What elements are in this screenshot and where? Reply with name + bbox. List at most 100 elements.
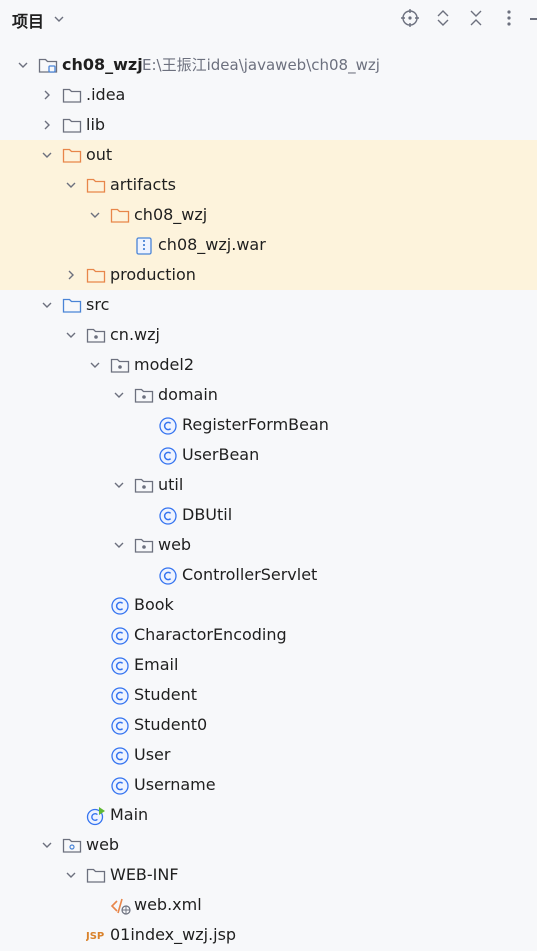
folder-icon	[62, 86, 82, 104]
chevron-down-icon[interactable]	[112, 388, 126, 402]
chevron-down-icon[interactable]	[16, 58, 30, 72]
jsp-file-icon: JSP	[86, 926, 106, 944]
tree-row[interactable]: RegisterFormBean	[0, 410, 537, 440]
tree-item-label: cn.wzj	[110, 325, 160, 344]
package-icon	[86, 326, 106, 344]
tree-row[interactable]: CharactorEncoding	[0, 620, 537, 650]
panel-title[interactable]: 项目	[12, 12, 45, 31]
minimize-icon[interactable]	[530, 18, 537, 20]
class-icon	[110, 686, 130, 705]
tree-item-label: ControllerServlet	[182, 565, 318, 584]
tree-item-label: src	[86, 295, 110, 314]
tree-row[interactable]: ch08_wzj.war	[0, 230, 537, 260]
chevron-down-icon[interactable]	[88, 208, 102, 222]
collapse-all-icon[interactable]	[466, 8, 486, 28]
chevron-down-icon[interactable]	[52, 12, 66, 26]
svg-text:JSP: JSP	[86, 931, 104, 942]
tree-row[interactable]: WEB-INF	[0, 860, 537, 890]
tree-row[interactable]: User	[0, 740, 537, 770]
xml-file-icon	[110, 896, 131, 915]
class-icon	[110, 626, 130, 645]
tree-item-label: CharactorEncoding	[134, 625, 287, 644]
chevron-right-icon[interactable]	[64, 268, 78, 282]
excluded-folder-icon	[86, 176, 106, 194]
tree-item-label: web	[86, 835, 120, 854]
tree-row[interactable]: web.xml	[0, 890, 537, 920]
folder-icon	[62, 116, 82, 134]
class-icon	[110, 656, 130, 675]
class-icon	[110, 746, 130, 765]
more-options-icon[interactable]	[499, 8, 519, 28]
locate-icon[interactable]	[400, 8, 420, 28]
tree-row[interactable]: web	[0, 530, 537, 560]
expand-all-icon[interactable]	[433, 8, 453, 28]
tree-item-label: Student0	[134, 715, 208, 734]
project-panel-header: 项目	[0, 0, 537, 38]
tree-item-label: ch08_wzj.war	[158, 235, 266, 254]
excluded-folder-icon	[86, 266, 106, 284]
tree-row[interactable]: Book	[0, 590, 537, 620]
chevron-down-icon[interactable]	[112, 538, 126, 552]
class-icon	[158, 566, 178, 585]
tree-row[interactable]: Student	[0, 680, 537, 710]
tree-item-label: ch08_wzj	[134, 205, 208, 224]
tree-row[interactable]: production	[0, 260, 537, 290]
chevron-down-icon[interactable]	[40, 838, 54, 852]
excluded-folder-icon	[110, 206, 130, 224]
tree-row[interactable]: domain	[0, 380, 537, 410]
chevron-down-icon[interactable]	[112, 478, 126, 492]
source-folder-icon	[62, 296, 82, 314]
tree-row[interactable]: out	[0, 140, 537, 170]
tree-item-label: artifacts	[110, 175, 176, 194]
class-icon	[158, 506, 178, 525]
tree-row[interactable]: DBUtil	[0, 500, 537, 530]
tree-item-label: production	[110, 265, 196, 284]
tree-row[interactable]: ch08_wzj	[0, 200, 537, 230]
tree-row[interactable]: .idea	[0, 80, 537, 110]
class-icon	[158, 446, 178, 465]
chevron-down-icon[interactable]	[64, 328, 78, 342]
package-icon	[134, 476, 154, 494]
folder-icon	[86, 866, 106, 884]
tree-item-label: lib	[86, 115, 106, 134]
tree-row[interactable]: lib	[0, 110, 537, 140]
tree-item-label: Main	[110, 805, 149, 824]
chevron-down-icon[interactable]	[40, 298, 54, 312]
tree-row[interactable]: artifacts	[0, 170, 537, 200]
tree-row[interactable]: web	[0, 830, 537, 860]
tree-row[interactable]: cn.wzj	[0, 320, 537, 350]
tree-item-label: UserBean	[182, 445, 260, 464]
tree-row[interactable]: model2	[0, 350, 537, 380]
tree-row[interactable]: src	[0, 290, 537, 320]
tree-item-label: util	[158, 475, 184, 494]
tree-row[interactable]: Main	[0, 800, 537, 830]
chevron-right-icon[interactable]	[40, 88, 54, 102]
class-icon	[158, 416, 178, 435]
tree-item-label: User	[134, 745, 171, 764]
tree-item-label: WEB-INF	[110, 865, 179, 884]
chevron-down-icon[interactable]	[88, 358, 102, 372]
class-icon	[110, 596, 130, 615]
chevron-down-icon[interactable]	[40, 148, 54, 162]
war-file-icon	[134, 236, 154, 255]
tree-item-label: Email	[134, 655, 179, 674]
chevron-right-icon[interactable]	[40, 118, 54, 132]
web-folder-icon	[62, 836, 82, 854]
tree-row[interactable]: Email	[0, 650, 537, 680]
chevron-down-icon[interactable]	[64, 868, 78, 882]
tree-item-label: ch08_wzj	[62, 55, 143, 74]
package-icon	[134, 386, 154, 404]
tree-row[interactable]: Student0	[0, 710, 537, 740]
tree-row[interactable]: Username	[0, 770, 537, 800]
tree-row[interactable]: util	[0, 470, 537, 500]
tree-row[interactable]: ControllerServlet	[0, 560, 537, 590]
tree-row[interactable]: UserBean	[0, 440, 537, 470]
tree-item-label: Student	[134, 685, 197, 704]
chevron-down-icon[interactable]	[64, 178, 78, 192]
tree-item-label: DBUtil	[182, 505, 233, 524]
main-class-icon	[86, 806, 106, 826]
module-folder-icon	[38, 56, 58, 74]
